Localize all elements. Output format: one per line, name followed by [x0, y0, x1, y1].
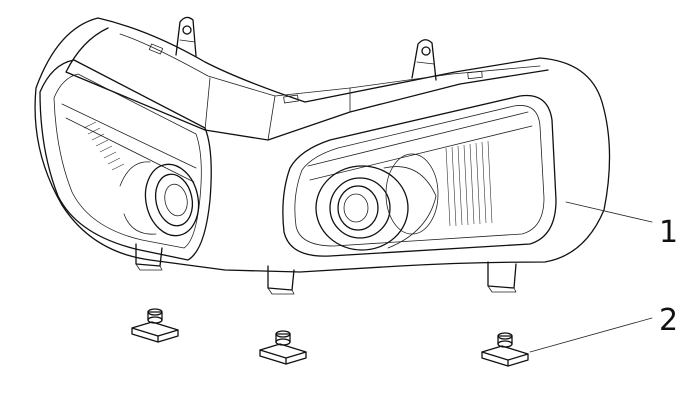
- headlight-assembly: [34, 16, 611, 295]
- left-mounting-tab: [175, 16, 197, 57]
- outer-housing: [34, 17, 611, 273]
- bottom-mounting-feet: [135, 243, 517, 295]
- clip-nut: [259, 330, 307, 365]
- callout-number-2: 2: [659, 303, 678, 338]
- callout-1: 1: [565, 201, 678, 250]
- left-lens: [39, 59, 212, 261]
- leader-line-1: [565, 201, 653, 223]
- callout-2: 2: [529, 303, 678, 353]
- leader-line-2: [529, 317, 653, 353]
- right-mounting-tab: [411, 39, 437, 81]
- clip-nut: [481, 332, 529, 367]
- right-lens: [282, 94, 557, 257]
- clip-nut: [131, 308, 179, 343]
- callout-number-1: 1: [659, 215, 678, 250]
